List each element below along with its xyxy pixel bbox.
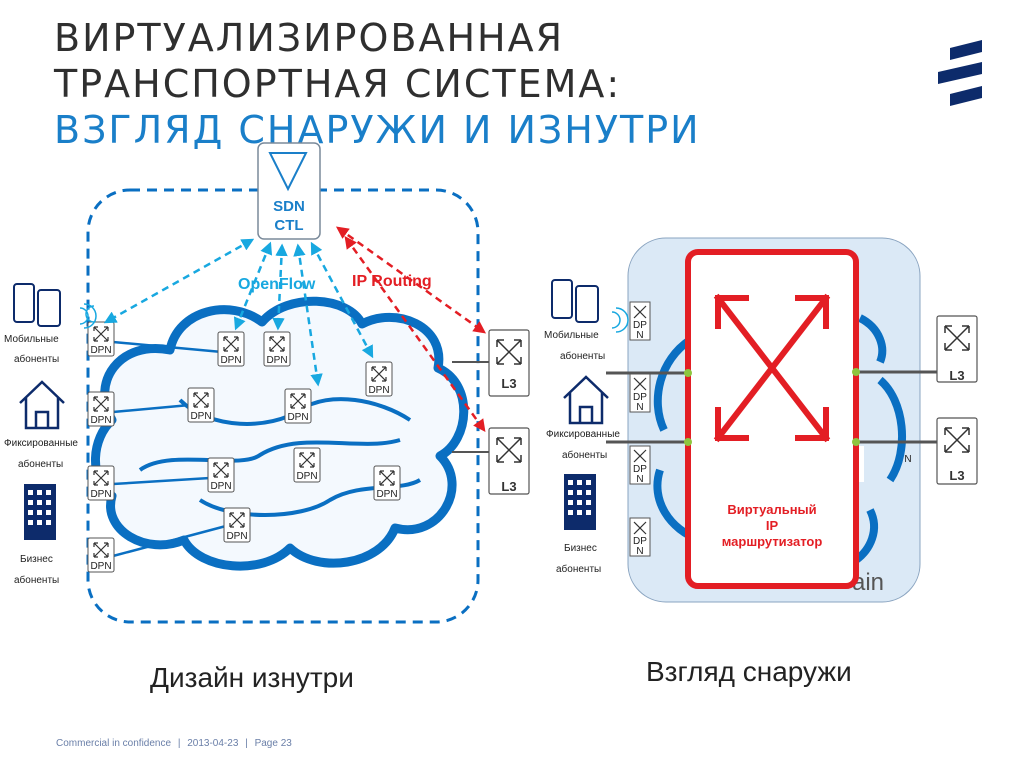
svg-text:DP: DP xyxy=(633,320,647,331)
edge-dpn-node: DP N xyxy=(629,517,651,557)
svg-text:DPN: DPN xyxy=(296,471,317,482)
subscriber-label-mobile: Мобильные xyxy=(4,333,59,345)
l3-router: L3 xyxy=(488,427,530,495)
subscriber-label-fixed: Фиксированные xyxy=(546,429,620,440)
ericsson-logo-icon xyxy=(938,40,982,106)
dpn-node: DPN xyxy=(223,507,251,543)
svg-text:маршрутизатор: маршрутизатор xyxy=(722,534,823,549)
svg-text:SDN: SDN xyxy=(273,198,305,215)
mobile-phones-icon xyxy=(551,279,629,333)
edge-dpn-node: DP N xyxy=(629,301,651,341)
subscriber-label-fixed: Фиксированные xyxy=(4,438,78,449)
svg-text:N: N xyxy=(904,454,911,465)
svg-text:DPN: DPN xyxy=(90,415,111,426)
office-building-icon xyxy=(564,474,596,530)
svg-text:DPN: DPN xyxy=(376,489,397,500)
svg-text:DPN: DPN xyxy=(226,531,247,542)
svg-text:DP: DP xyxy=(633,464,647,475)
footer-page-number: Page 23 xyxy=(254,738,292,749)
dpn-node: DPN xyxy=(373,465,401,501)
svg-text:DPN: DPN xyxy=(90,345,111,356)
caption-inside-design: Дизайн изнутри xyxy=(150,662,354,693)
svg-text:DPN: DPN xyxy=(368,385,389,396)
dpn-node: DPN xyxy=(284,388,312,424)
subscriber-label-mobile: абоненты xyxy=(560,350,605,362)
dpn-node: DPN xyxy=(87,391,115,427)
svg-text:Виртуальный: Виртуальный xyxy=(727,502,816,517)
slide-title-line-1: ВИРТУАЛИЗИРОВАННАЯ xyxy=(54,16,564,60)
edge-dpn-node: DP N xyxy=(629,445,651,485)
subscriber-label-business: Бизнес xyxy=(20,554,53,565)
l3-router: L3 xyxy=(936,315,978,383)
subscriber-label-fixed: абоненты xyxy=(18,458,63,470)
footer-separator: | xyxy=(245,738,248,749)
caption-outside-view: Взгляд снаружи xyxy=(646,656,852,687)
dpn-node: DPN xyxy=(207,457,235,493)
ip-routing-arrows xyxy=(335,226,487,433)
svg-text:N: N xyxy=(636,402,643,413)
svg-text:DPN: DPN xyxy=(190,411,211,422)
office-building-icon xyxy=(24,484,56,540)
subscriber-label-business: абоненты xyxy=(556,563,601,575)
subscriber-links xyxy=(112,340,227,558)
virtual-ip-router: Виртуальный IP маршрутизатор xyxy=(685,249,859,589)
svg-text:CTL: CTL xyxy=(274,217,303,234)
svg-text:DPN: DPN xyxy=(90,489,111,500)
router-cross-arrows-icon xyxy=(713,293,831,443)
svg-text:DPN: DPN xyxy=(210,481,231,492)
svg-text:L3: L3 xyxy=(949,368,964,383)
dpn-node: DPN xyxy=(87,537,115,573)
slide-title-line-2: ТРАНСПОРТНАЯ СИСТЕМА: xyxy=(54,62,622,106)
svg-text:DP: DP xyxy=(633,536,647,547)
svg-text:DPN: DPN xyxy=(266,355,287,366)
subscriber-label-fixed: абоненты xyxy=(562,449,607,461)
slide-footer: Commercial in confidence | 2013-04-23 | … xyxy=(54,738,294,749)
svg-text:L3: L3 xyxy=(501,376,516,391)
footer-date: 2013-04-23 xyxy=(187,738,239,749)
dpn-node: DPN xyxy=(187,387,215,423)
footer-separator: | xyxy=(177,738,181,749)
dpn-node: DPN xyxy=(87,321,115,357)
house-icon xyxy=(19,380,65,430)
dpn-node: DPN xyxy=(365,361,393,397)
mobile-phones-icon xyxy=(13,283,97,329)
svg-text:N: N xyxy=(636,330,643,341)
dpn-node: DPN xyxy=(293,447,321,483)
subscriber-label-mobile: абоненты xyxy=(14,353,59,365)
svg-text:L3: L3 xyxy=(949,468,964,483)
house-icon xyxy=(563,375,609,425)
ip-routing-label: IP Routing xyxy=(352,273,432,290)
subscriber-label-business: Бизнес xyxy=(564,543,597,554)
svg-text:DPN: DPN xyxy=(287,412,308,423)
sdn-triangle-icon xyxy=(268,152,308,192)
svg-text:DPN: DPN xyxy=(90,561,111,572)
l3-router: L3 xyxy=(936,417,978,485)
svg-text:DPN: DPN xyxy=(220,355,241,366)
svg-text:N: N xyxy=(636,546,643,557)
router-interfaces xyxy=(606,368,938,446)
svg-text:DP: DP xyxy=(633,392,647,403)
dpn-node: DPN xyxy=(87,465,115,501)
l3-uplinks xyxy=(452,361,490,453)
svg-text:IP: IP xyxy=(766,518,779,533)
sdn-controller: SDN CTL xyxy=(257,142,321,240)
l3-router: L3 xyxy=(488,329,530,397)
openflow-label: OpenFlow xyxy=(238,276,316,293)
svg-text:L3: L3 xyxy=(501,479,516,494)
dpn-node: DPN xyxy=(217,331,245,367)
edge-dpn-node: DP N xyxy=(629,373,651,413)
footer-confidentiality: Commercial in confidence xyxy=(56,738,172,749)
dpn-node: DPN xyxy=(263,331,291,367)
subscriber-label-mobile: Мобильные xyxy=(544,329,599,341)
subscriber-label-business: абоненты xyxy=(14,574,59,586)
svg-text:N: N xyxy=(636,474,643,485)
slide-subtitle: ВЗГЛЯД СНАРУЖИ И ИЗНУТРИ xyxy=(54,108,701,152)
